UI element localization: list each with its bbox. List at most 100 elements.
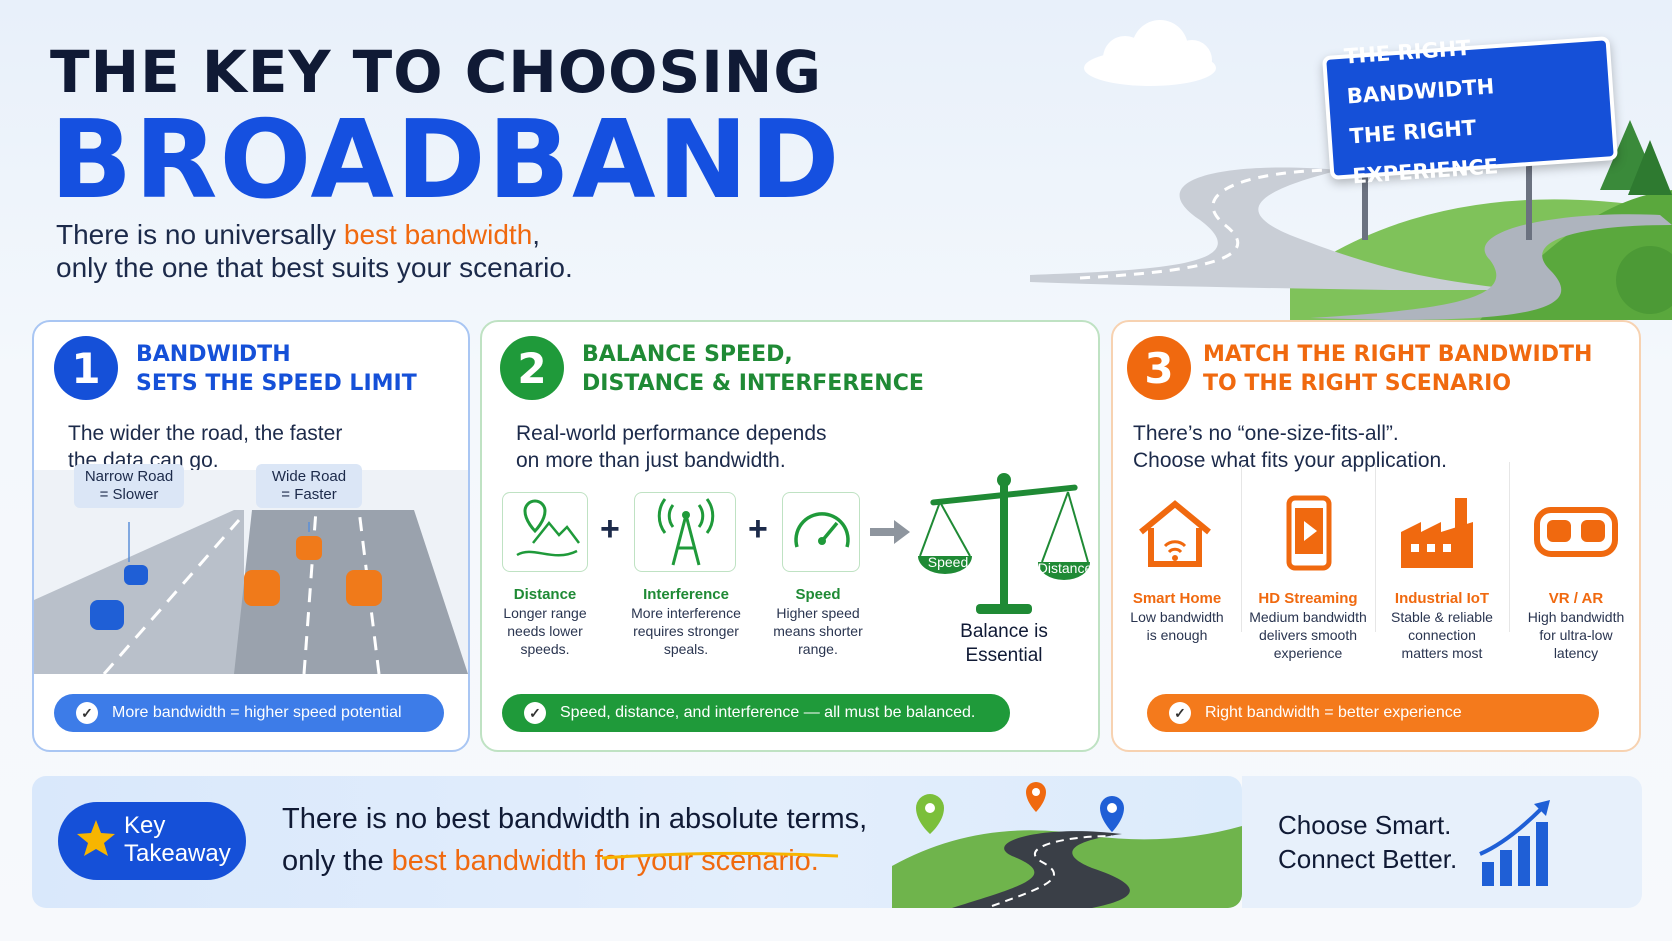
map-pin-orange-icon	[1026, 782, 1046, 812]
card-scenario: 3 MATCH THE RIGHT BANDWIDTH TO THE RIGHT…	[1111, 320, 1641, 752]
subtitle-pre: There is no universally	[56, 219, 344, 250]
balance-caption-l1: Balance is	[960, 621, 1048, 642]
scale-label-speed: Speed	[927, 554, 969, 570]
scenario-industrial-iot-l3: matters most	[1401, 645, 1483, 661]
scenario-smart-home-l1: Low bandwidth	[1130, 609, 1224, 625]
map-pin-blue-icon	[1100, 796, 1124, 832]
card1-title-line-1: BANDWIDTH	[136, 342, 291, 367]
scenario-hd-streaming: HD Streaming Medium bandwidth delivers s…	[1241, 590, 1375, 662]
check-icon: ✓	[76, 702, 98, 724]
growth-chart-icon	[1479, 800, 1550, 886]
card3-title: MATCH THE RIGHT BANDWIDTH TO THE RIGHT S…	[1203, 340, 1592, 398]
map-pin-green-icon	[916, 794, 944, 834]
scenario-hd-streaming-name: HD Streaming	[1258, 590, 1358, 607]
sign-post-left	[1362, 160, 1368, 240]
scenario-hd-streaming-l3: experience	[1273, 645, 1343, 661]
scenario-industrial-iot-name: Industrial IoT	[1394, 590, 1490, 607]
factor-distance-l2: needs lower	[507, 623, 583, 639]
card1-body-line-1: The wider the road, the faster	[68, 422, 343, 445]
factor-distance: Distance Longer range needs lower speeds…	[486, 586, 604, 658]
card-balance: 2 BALANCE SPEED, DISTANCE & INTERFERENCE…	[480, 320, 1100, 752]
car-blue-icon	[90, 565, 148, 630]
road-sign: THE RIGHT BANDWIDTH THE RIGHT EXPERIENCE	[1322, 36, 1618, 188]
distance-box	[502, 492, 588, 572]
balance-caption-l2: Essential	[965, 645, 1043, 666]
slogan-line-1: Choose Smart.	[1278, 810, 1452, 840]
wide-road-label: Wide Road = Faster	[256, 464, 362, 508]
card3-title-line-1: MATCH THE RIGHT BANDWIDTH	[1203, 342, 1593, 367]
divider-1	[1241, 462, 1242, 632]
divider-3	[1509, 462, 1510, 632]
takeaway-road-illustration	[892, 782, 1242, 908]
map-pin-icon	[516, 499, 580, 557]
step-number-2: 2	[500, 336, 564, 400]
check-icon: ✓	[1169, 702, 1191, 724]
arrow-right-icon	[870, 520, 910, 544]
scenario-smart-home-name: Smart Home	[1132, 590, 1222, 607]
interference-box	[634, 492, 736, 572]
scenario-industrial-iot-l2: connection	[1408, 627, 1476, 643]
sign-post-right	[1526, 150, 1532, 240]
key-takeaway-l2: Takeaway	[124, 840, 231, 867]
card3-summary-pill: ✓ Right bandwidth = better experience	[1147, 694, 1599, 732]
factor-speed-l1: Higher speed	[776, 605, 860, 621]
wide-road-label-l2: = Faster	[281, 486, 337, 503]
cloud-icon	[1084, 20, 1216, 86]
subtitle: There is no universally best bandwidth, …	[56, 218, 573, 284]
title-line-1: THE KEY TO CHOOSING	[50, 38, 822, 106]
card1-title: BANDWIDTH SETS THE SPEED LIMIT	[136, 340, 417, 398]
card1-summary-pill: ✓ More bandwidth = higher speed potentia…	[54, 694, 444, 732]
scenario-vr-ar-l3: latency	[1553, 645, 1599, 661]
factor-speed: Speed Higher speed means shorter range.	[758, 586, 878, 658]
wide-road-label-l1: Wide Road	[271, 468, 347, 485]
takeaway-message: There is no best bandwidth in absolute t…	[282, 798, 867, 882]
star-icon	[77, 820, 115, 856]
step-number-1: 1	[54, 336, 118, 400]
scenario-industrial-iot-l1: Stable & reliable	[1391, 609, 1493, 625]
scenario-smart-home: Smart Home Low bandwidth is enough	[1113, 590, 1241, 644]
check-icon: ✓	[524, 702, 546, 724]
factor-distance-l3: speeds.	[520, 641, 570, 657]
factor-distance-l1: Longer range	[503, 605, 587, 621]
card-bandwidth: 1 BANDWIDTH SETS THE SPEED LIMIT The wid…	[32, 320, 470, 752]
car-orange-icon	[244, 536, 382, 606]
card1-pill-text: More bandwidth = higher speed potential	[112, 704, 402, 721]
factory-icon	[1401, 498, 1473, 568]
factor-interference-name: Interference	[643, 586, 729, 603]
bush-icon	[1616, 246, 1672, 314]
takeaway-message-highlight: best bandwidth for your scenario.	[391, 845, 819, 877]
card2-title: BALANCE SPEED, DISTANCE & INTERFERENCE	[582, 340, 924, 398]
narrow-road	[34, 510, 244, 674]
step-number-3: 3	[1127, 336, 1191, 400]
speed-box	[782, 492, 860, 572]
balance-scale-icon	[918, 473, 1090, 614]
narrow-road-label-l1: Narrow Road	[84, 468, 174, 485]
hd-streaming-icon	[1286, 495, 1332, 571]
narrow-road-label-l2: = Slower	[99, 486, 159, 503]
factor-interference-l2: requires stronger	[633, 623, 739, 639]
balance-caption: Balance is Essential	[918, 620, 1090, 668]
card3-body-line-2: Choose what fits your application.	[1133, 449, 1448, 472]
card2-title-line-2: DISTANCE & INTERFERENCE	[582, 371, 924, 396]
antenna-tower-icon	[657, 498, 715, 566]
divider-2	[1375, 462, 1376, 632]
plus-sign-2: +	[748, 510, 768, 548]
factor-speed-l2: means shorter	[773, 623, 863, 639]
card2-body-line-1: Real-world performance depends	[516, 422, 827, 445]
factor-distance-name: Distance	[513, 586, 577, 603]
road-illustration	[1030, 20, 1672, 320]
scenario-smart-home-l2: is enough	[1146, 627, 1208, 643]
speedometer-icon	[794, 512, 850, 548]
vr-headset-icon	[1534, 507, 1618, 557]
card2-summary-pill: ✓ Speed, distance, and interference — al…	[502, 694, 1010, 732]
narrow-road-label: Narrow Road = Slower	[74, 464, 184, 508]
subtitle-post: ,	[532, 219, 541, 250]
smart-home-icon	[1139, 500, 1211, 567]
card2-pill-text: Speed, distance, and interference — all …	[560, 704, 976, 721]
slogan-line-2: Connect Better.	[1278, 844, 1458, 874]
scenario-vr-ar-name: VR / AR	[1548, 590, 1604, 607]
card2-body-line-2: on more than just bandwidth.	[516, 449, 786, 472]
factor-interference-l1: More interference	[631, 605, 741, 621]
road-comparison-illustration	[34, 470, 468, 674]
subtitle-line-2: only the one that best suits your scenar…	[56, 252, 573, 283]
